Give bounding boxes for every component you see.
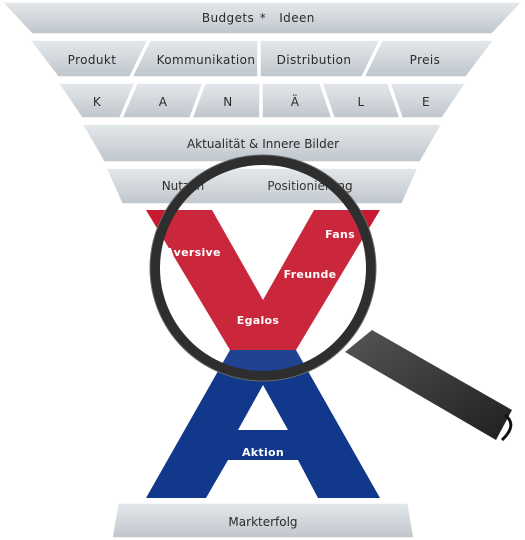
aktion-label: Aktion bbox=[242, 446, 284, 459]
funnel-row-markterfolg: Markterfolg bbox=[111, 502, 415, 539]
aversive-label: Aversive bbox=[165, 246, 221, 259]
magnifier-handle bbox=[345, 330, 512, 440]
v-shape-body bbox=[146, 210, 380, 350]
a-shape: Aktion bbox=[146, 350, 380, 498]
kommunikation-label: Kommunikation bbox=[157, 53, 256, 67]
letter-a: A bbox=[159, 95, 168, 109]
band-produkt bbox=[28, 39, 150, 78]
band-markterfolg bbox=[111, 502, 415, 539]
freunde-label: Freunde bbox=[284, 268, 337, 281]
band-l bbox=[320, 82, 402, 119]
funnel-row-kanaele: K A N Ä L E bbox=[56, 82, 468, 119]
magnifier-lens bbox=[155, 160, 371, 376]
markterfolg-label: Markterfolg bbox=[228, 515, 297, 529]
band-a bbox=[120, 82, 205, 119]
v-shape: Aversive Fans Freunde Egalos bbox=[146, 210, 380, 350]
band-ae bbox=[261, 82, 334, 119]
band-k bbox=[56, 82, 137, 119]
band-n bbox=[190, 82, 261, 119]
magnifier-rim-highlight bbox=[149, 154, 377, 382]
band-preis bbox=[362, 39, 496, 78]
band-budgets bbox=[0, 1, 524, 35]
funnel-row-budgets: Budgets * Ideen bbox=[0, 1, 524, 35]
band-kommunikation bbox=[130, 39, 259, 78]
magnifier-frame bbox=[150, 155, 376, 381]
band-distribution bbox=[259, 39, 382, 78]
letter-e: E bbox=[422, 95, 430, 109]
budgets-label: Budgets bbox=[202, 11, 254, 25]
aktualitaet-label: Aktualität & Innere Bilder bbox=[187, 137, 339, 151]
funnel-row-marketing-mix: Produkt Kommunikation Distribution Preis bbox=[28, 39, 496, 78]
magnifying-glass-icon bbox=[149, 154, 513, 442]
egalos-label: Egalos bbox=[237, 314, 280, 327]
distribution-label: Distribution bbox=[277, 53, 352, 67]
letter-l: L bbox=[357, 95, 364, 109]
band-e bbox=[388, 82, 468, 119]
funnel-row-aktualitaet: Aktualität & Innere Bilder bbox=[80, 123, 444, 163]
preis-label: Preis bbox=[410, 53, 441, 67]
produkt-label: Produkt bbox=[68, 53, 117, 67]
ideen-label: Ideen bbox=[279, 11, 315, 25]
letter-k: K bbox=[93, 95, 102, 109]
asterisk-label: * bbox=[260, 11, 266, 25]
letter-ae: Ä bbox=[291, 94, 300, 109]
letter-n: N bbox=[223, 95, 232, 109]
fans-label: Fans bbox=[325, 228, 355, 241]
handle-end-shade bbox=[500, 413, 513, 442]
a-shape-counter bbox=[238, 385, 288, 430]
band-aktualitaet bbox=[80, 123, 444, 163]
